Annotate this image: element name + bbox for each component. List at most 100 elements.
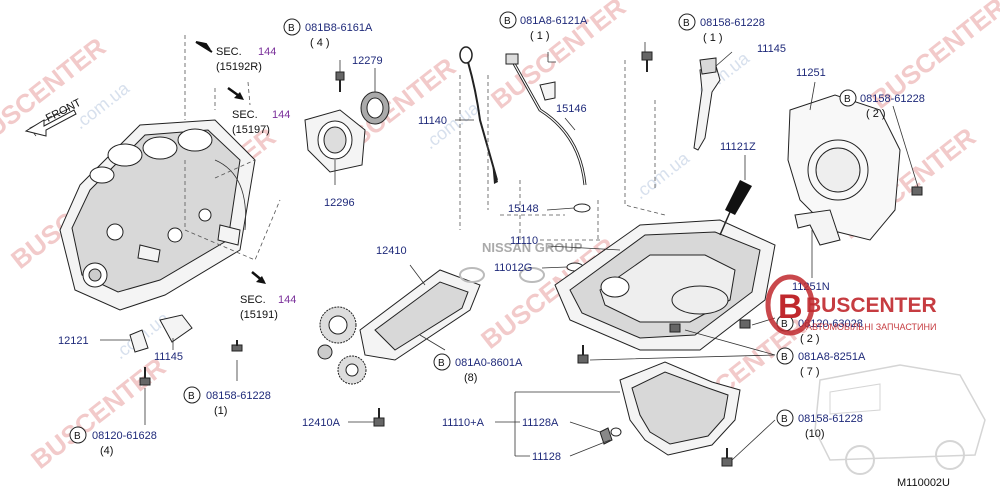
sec-code: (15192R) — [216, 61, 262, 73]
sec-ref-15191[interactable]: SEC. 144 (15191) — [240, 271, 296, 321]
bolt-callout-08158-61228-c[interactable]: B 08158-61228 (10) — [776, 409, 863, 440]
sec-label: SEC. — [232, 109, 258, 121]
part-label-11121Z[interactable]: 11121Z — [720, 141, 756, 153]
bolt-part-number: 08120-63028 — [798, 318, 863, 330]
sec-page: 144 — [272, 109, 290, 121]
bolt-callout-081A8-6121A[interactable]: B 081A8-6121A ( 1 ) — [499, 11, 588, 42]
part-label-11110A[interactable]: 11110+A — [442, 417, 485, 429]
bolt-qty: ( 2 ) — [800, 333, 820, 345]
part-label-11128A[interactable]: 11128A — [522, 417, 559, 429]
bolt-part-number: 08120-61628 — [92, 430, 157, 442]
oil-seal-12279 — [360, 91, 390, 125]
bolt-callout-08158-61228-a[interactable]: B 08158-61228 ( 1 ) — [678, 13, 765, 44]
bolt-qty: ( 1 ) — [530, 30, 550, 42]
bolt-part-number: 08158-61228 — [700, 17, 765, 29]
van-watermark — [814, 364, 986, 475]
part-label-11140[interactable]: 11140 — [418, 115, 447, 127]
watermark-site: .com.ua — [690, 47, 754, 103]
b-badge: B — [781, 414, 788, 425]
bolt-qty: (1) — [214, 405, 227, 417]
part-label-15146[interactable]: 15146 — [556, 103, 587, 115]
rear-plate-11251 — [787, 94, 923, 241]
logo-subtitle: АВТОМОБІЛЬНІ ЗАПЧАСТИНИ — [806, 322, 936, 332]
sec-label: SEC. — [216, 46, 242, 58]
cover-plate-11251N — [794, 209, 841, 246]
bolt-icon — [335, 71, 345, 92]
b-badge: B — [74, 431, 81, 442]
bolt-qty: ( 7 ) — [800, 366, 820, 378]
bolt-part-number: 081B8-6161A — [305, 22, 373, 34]
part-label-11145-top[interactable]: 11145 — [757, 43, 786, 55]
bolt-qty: ( 1 ) — [703, 32, 723, 44]
bolt-part-number: 08158-61228 — [798, 413, 863, 425]
bolt-icon — [373, 408, 385, 427]
dipstick-tube-15146 — [505, 53, 587, 186]
nissan-group-label: NISSAN GROUP — [482, 240, 583, 255]
baffle-11145-lower — [159, 314, 193, 343]
part-label-12121[interactable]: 12121 — [58, 335, 89, 347]
part-label-11128[interactable]: 11128 — [532, 451, 561, 463]
bolt-callout-081B8-6161A[interactable]: B 081B8-6161A ( 4 ) — [283, 18, 373, 49]
bolt-callout-08120-61628[interactable]: B 08120-61628 (4) — [69, 426, 157, 457]
sec-ref-15192R[interactable]: SEC. 144 (15192R) — [195, 41, 276, 73]
bolt-qty: (8) — [464, 372, 477, 384]
rear-oil-seal-retainer — [304, 109, 366, 173]
nissan-group-mark: NISSAN GROUP — [459, 240, 583, 283]
b-badge: B — [188, 391, 195, 402]
oil-pan-lower-11110A — [599, 361, 741, 456]
part-labels: 12279 12296 11140 15146 15148 11145 1125… — [58, 43, 830, 463]
part-label-12410A[interactable]: 12410A — [302, 417, 341, 429]
part-label-11145-low[interactable]: 11145 — [154, 351, 183, 363]
leader-lines — [100, 42, 919, 461]
bolt-part-number: 081A0-8601A — [455, 357, 523, 369]
bolt-callout-08158-61228-b[interactable]: B 08158-61228 ( 2 ) — [839, 89, 925, 120]
bolt-part-number: 081A8-6121A — [520, 15, 588, 27]
bolt-callout-081A8-8251A[interactable]: B 081A8-8251A ( 7 ) — [776, 347, 866, 378]
part-label-12279[interactable]: 12279 — [352, 55, 383, 67]
b-badge: B — [504, 16, 511, 27]
part-label-11110[interactable]: 11110 — [510, 235, 538, 247]
b-badge: B — [683, 18, 690, 29]
bolt-icon — [577, 345, 589, 364]
buscenter-logo: B BUSCENTER АВТОМОБІЛЬНІ ЗАПЧАСТИНИ — [765, 274, 937, 336]
bolt-part-number: 08158-61228 — [860, 93, 925, 105]
sec-code: (15191) — [240, 309, 278, 321]
sec-ref-15197[interactable]: SEC. 144 (15197) — [227, 86, 290, 136]
bolt-callout-08158-61228-d[interactable]: B 08158-61228 (1) — [183, 386, 271, 417]
bolt-icon — [669, 319, 751, 467]
watermark-site: .com.ua — [630, 147, 694, 203]
oil-pan-upper-11110 — [554, 180, 776, 351]
logo-letter: B — [778, 288, 803, 326]
part-label-11012G[interactable]: 11012G — [494, 262, 532, 274]
watermark-brand: BUSCENTER — [25, 351, 171, 474]
bolt-callout-081A0-8601A[interactable]: B 081A0-8601A (8) — [433, 353, 523, 384]
bolt-qty: (4) — [100, 445, 113, 457]
bolt-qty: ( 4 ) — [310, 37, 330, 49]
bracket-12121 — [129, 329, 149, 353]
part-label-11251[interactable]: 11251 — [796, 67, 826, 79]
b-badge: B — [438, 358, 445, 369]
watermark-brand: BUSCENTER — [0, 31, 111, 154]
b-badge: B — [844, 94, 851, 105]
sec-page: 144 — [258, 46, 276, 58]
bolt-part-number: 08158-61228 — [206, 390, 271, 402]
b-badge: B — [781, 352, 788, 363]
part-label-12296[interactable]: 12296 — [324, 197, 355, 209]
b-badge: B — [288, 23, 295, 34]
sec-label: SEC. — [240, 294, 266, 306]
part-label-12410[interactable]: 12410 — [376, 245, 407, 257]
diagram-code: M110002U — [897, 477, 950, 489]
part-label-15148[interactable]: 15148 — [508, 203, 539, 215]
bolt-qty: ( 2 ) — [866, 108, 886, 120]
oil-pump-12410 — [317, 269, 481, 385]
logo-title: BUSCENTER — [806, 294, 937, 317]
bolt-icon — [231, 340, 243, 352]
bolt-callout-08120-63028[interactable]: B 08120-63028 ( 2 ) — [776, 314, 863, 345]
sec-code: (15197) — [232, 124, 270, 136]
oil-filter-bracket — [641, 51, 721, 151]
o-ring-15148 — [573, 203, 591, 213]
sec-page: 144 — [278, 294, 296, 306]
bolt-part-number: 081A8-8251A — [798, 351, 866, 363]
bolt-icon — [139, 367, 151, 386]
